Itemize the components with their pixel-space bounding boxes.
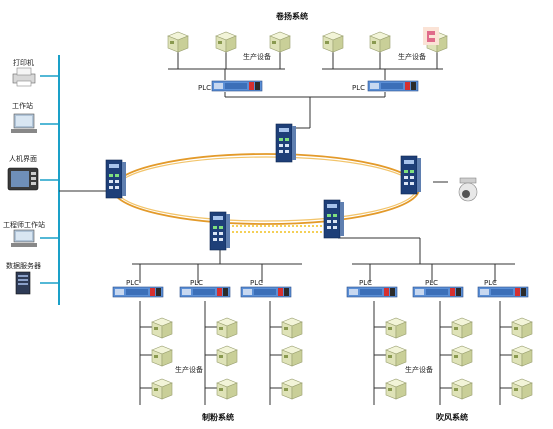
production-equipment-icon bbox=[511, 378, 533, 400]
production-equipment-icon bbox=[281, 345, 303, 367]
plc-label: PLC bbox=[190, 279, 204, 287]
plc-icon bbox=[346, 286, 398, 298]
logo-icon bbox=[423, 27, 439, 45]
production-equipment-icon bbox=[167, 31, 189, 53]
plc-label: PLC bbox=[352, 84, 366, 92]
production-equipment-icon bbox=[151, 317, 173, 339]
production-equipment-label: 生产设备 bbox=[405, 366, 433, 374]
production-equipment-icon bbox=[451, 378, 473, 400]
production-equipment-icon bbox=[511, 345, 533, 367]
ethernet-ring bbox=[112, 153, 420, 233]
ring-switch-bottom-right-icon bbox=[323, 199, 345, 239]
operator-network-bus bbox=[40, 55, 110, 305]
production-equipment-icon bbox=[511, 317, 533, 339]
data-server-label: 数据服务器 bbox=[6, 262, 41, 270]
plc-label: PLC bbox=[198, 84, 212, 92]
production-equipment-icon bbox=[385, 378, 407, 400]
ring-switch-left-icon bbox=[105, 159, 127, 199]
printer-label: 打印机 bbox=[13, 59, 34, 67]
production-equipment-icon bbox=[451, 317, 473, 339]
production-equipment-icon bbox=[281, 378, 303, 400]
production-equipment-icon bbox=[151, 378, 173, 400]
engineer-station-icon bbox=[11, 229, 37, 247]
production-equipment-icon bbox=[216, 317, 238, 339]
hmi-icon bbox=[7, 167, 39, 191]
workstation-label: 工作站 bbox=[12, 102, 33, 110]
production-equipment-icon bbox=[369, 31, 391, 53]
ring-switch-bottom-left-icon bbox=[209, 211, 231, 251]
production-equipment-icon bbox=[216, 345, 238, 367]
hoist-system-title: 卷扬系统 bbox=[276, 12, 308, 21]
plc-label: PLC bbox=[359, 279, 373, 287]
production-equipment-icon bbox=[215, 31, 237, 53]
production-equipment-icon bbox=[385, 345, 407, 367]
engineer-station-label: 工程师工作站 bbox=[3, 221, 45, 229]
plc-icon bbox=[412, 286, 464, 298]
plc-icon bbox=[367, 80, 419, 92]
workstation-icon bbox=[11, 113, 37, 133]
plc-icon bbox=[240, 286, 292, 298]
production-equipment-label: 生产设备 bbox=[175, 366, 203, 374]
production-equipment-icon bbox=[269, 31, 291, 53]
production-equipment-label: 生产设备 bbox=[243, 53, 271, 61]
milling-system-title: 制粉系统 bbox=[202, 413, 234, 422]
plc-label: PLC bbox=[126, 279, 140, 287]
production-equipment-icon bbox=[281, 317, 303, 339]
plc-icon bbox=[112, 286, 164, 298]
plc-icon bbox=[179, 286, 231, 298]
production-equipment-icon bbox=[151, 345, 173, 367]
production-equipment-icon bbox=[322, 31, 344, 53]
ptz-camera-icon bbox=[433, 177, 478, 202]
plc-icon bbox=[477, 286, 529, 298]
production-equipment-label: 生产设备 bbox=[398, 53, 426, 61]
ring-switch-top-icon bbox=[275, 123, 297, 163]
milling-system-wiring bbox=[132, 250, 302, 405]
plc-label: PLC bbox=[250, 279, 264, 287]
blower-system-title: 吹风系统 bbox=[436, 413, 468, 422]
plc-label: PLC bbox=[484, 279, 498, 287]
ring-switch-right-icon bbox=[400, 155, 422, 195]
plc-icon bbox=[211, 80, 263, 92]
hmi-label: 人机界面 bbox=[9, 155, 37, 163]
production-equipment-icon bbox=[451, 345, 473, 367]
production-equipment-icon bbox=[385, 317, 407, 339]
data-server-icon bbox=[15, 271, 31, 295]
printer-icon bbox=[12, 67, 36, 87]
blower-system-wiring bbox=[338, 237, 515, 405]
production-equipment-icon bbox=[216, 378, 238, 400]
plc-label: PLC bbox=[425, 279, 439, 287]
hoist-system-wiring bbox=[168, 52, 443, 129]
